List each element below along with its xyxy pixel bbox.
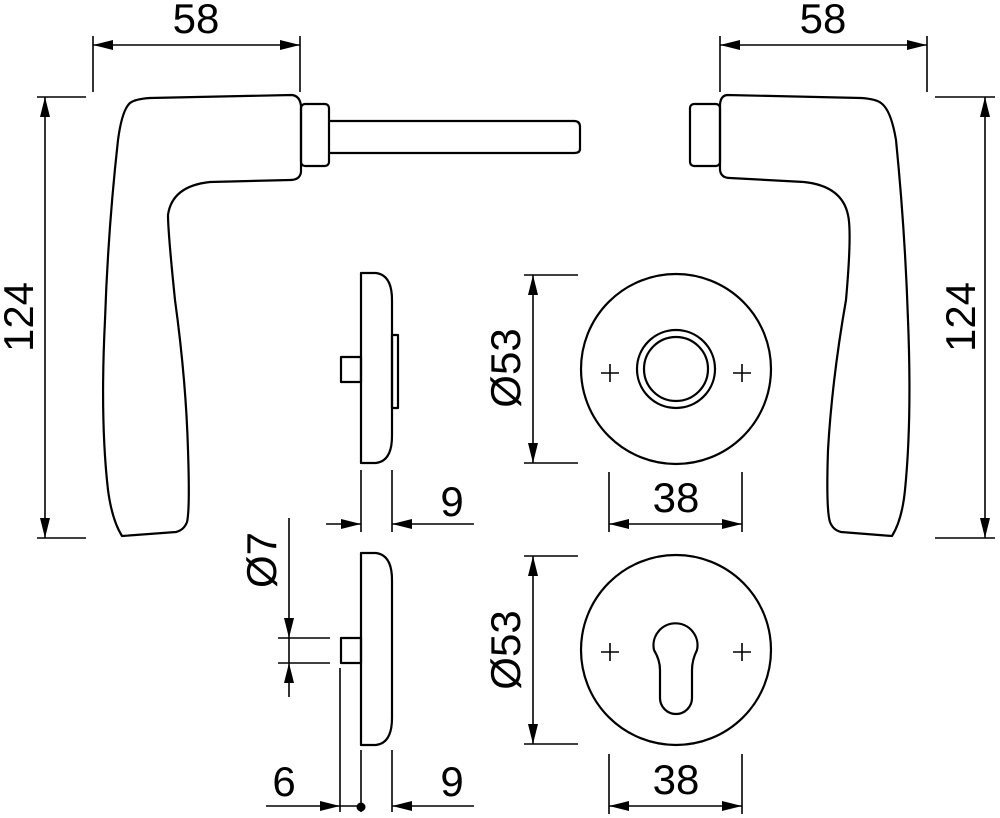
screw-mark-icon [733, 643, 751, 661]
left-handle [101, 93, 582, 538]
screw-mark-icon [733, 364, 751, 382]
rose-bottom-front-view [579, 553, 773, 747]
rose-bottom-side-view [339, 551, 394, 812]
rose-bottom-width-label: 38 [653, 756, 700, 803]
cylinder-keyhole [652, 622, 699, 716]
rose-top-side-view [339, 271, 400, 465]
dimension-labels: 58 58 124 124 Ø53 Ø53 38 38 9 9 6 Ø7 [0, 0, 984, 805]
handle-left-width-label: 58 [173, 0, 220, 42]
rose-top-thickness-label: 9 [440, 478, 463, 525]
screw-mark-icon [601, 364, 619, 382]
handle-right-width-label: 58 [800, 0, 847, 42]
handle-right-height-label: 124 [937, 282, 984, 352]
rose-top-width-label: 38 [653, 474, 700, 521]
handle-left-height-label: 124 [0, 282, 42, 352]
pin-length-label: 6 [272, 758, 295, 805]
rose-bottom-diameter-label: Ø53 [482, 610, 529, 689]
rose-bottom-thickness-label: 9 [440, 758, 463, 805]
rose-top-diameter-label: Ø53 [482, 328, 529, 407]
pin-diameter-label: Ø7 [238, 532, 285, 588]
rose-top-front-view [579, 272, 773, 466]
screw-mark-icon [601, 643, 619, 661]
dimension-lines [37, 36, 995, 814]
right-handle [688, 93, 911, 538]
